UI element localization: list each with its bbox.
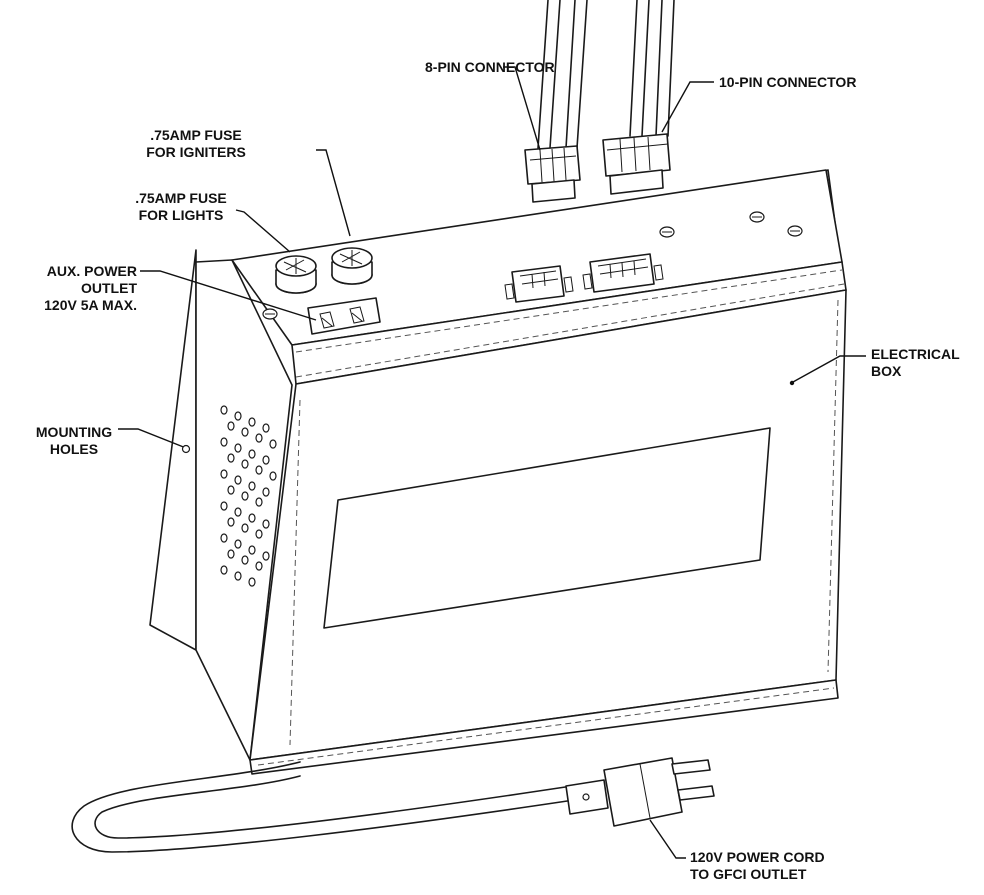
label-fuse-lights-line2: FOR LIGHTS bbox=[139, 207, 224, 223]
vent-hole bbox=[234, 475, 242, 485]
fuse-igniters-icon bbox=[331, 247, 373, 285]
vent-hole bbox=[241, 427, 249, 437]
label-aux-outlet-line2: OUTLET bbox=[81, 280, 137, 296]
vent-hole bbox=[262, 487, 270, 497]
leader-8pin bbox=[503, 66, 541, 151]
vent-hole bbox=[255, 433, 263, 443]
side-panel bbox=[195, 259, 293, 761]
screw-icon bbox=[787, 225, 803, 237]
leader-fuse-igniters bbox=[316, 149, 351, 237]
cable-8pin bbox=[524, 0, 588, 203]
vent-hole bbox=[269, 439, 277, 449]
leader-10pin bbox=[661, 81, 714, 133]
vent-hole bbox=[255, 529, 263, 539]
vent-holes bbox=[220, 405, 277, 587]
screw-icon bbox=[749, 211, 765, 223]
label-mounting-holes-line2: HOLES bbox=[50, 441, 98, 457]
vent-hole bbox=[220, 437, 228, 447]
vent-hole bbox=[241, 491, 249, 501]
vent-hole bbox=[262, 519, 270, 529]
vent-hole bbox=[227, 421, 235, 431]
leader-fuse-lights bbox=[235, 209, 291, 253]
label-mounting-holes-line1: MOUNTING bbox=[36, 424, 112, 440]
vent-hole bbox=[220, 533, 228, 543]
cable-10pin bbox=[602, 0, 675, 195]
vent-hole bbox=[248, 513, 256, 523]
label-fuse-lights-line1: .75AMP FUSE bbox=[135, 190, 227, 206]
label-aux-outlet-line1: AUX. POWER bbox=[47, 263, 137, 279]
screw-icon bbox=[659, 226, 675, 238]
vent-hole bbox=[220, 501, 228, 511]
label-power-cord-line1: 120V POWER CORD bbox=[690, 849, 825, 865]
mounting-hole-icon bbox=[181, 444, 191, 454]
vent-hole bbox=[234, 571, 242, 581]
vent-hole bbox=[262, 455, 270, 465]
vent-hole bbox=[234, 443, 242, 453]
label-8pin-connector: 8-PIN CONNECTOR bbox=[425, 59, 555, 75]
vent-hole bbox=[234, 539, 242, 549]
label-electrical-box-line1: ELECTRICAL bbox=[871, 346, 960, 362]
vent-hole bbox=[248, 449, 256, 459]
power-cord bbox=[71, 757, 715, 853]
vent-hole bbox=[227, 485, 235, 495]
leader-power-cord bbox=[649, 819, 686, 859]
leader-mounting-holes bbox=[118, 428, 187, 449]
vent-hole bbox=[248, 481, 256, 491]
vent-hole bbox=[227, 549, 235, 559]
vent-hole bbox=[255, 465, 263, 475]
bottom-lip bbox=[249, 679, 839, 775]
fuse-lights-icon bbox=[275, 255, 317, 294]
vent-hole bbox=[255, 497, 263, 507]
vent-hole bbox=[255, 561, 263, 571]
panel-connector-10pin-icon bbox=[582, 253, 664, 293]
vent-hole bbox=[248, 577, 256, 587]
label-10pin-connector: 10-PIN CONNECTOR bbox=[719, 74, 856, 90]
screws bbox=[262, 211, 803, 320]
vent-hole bbox=[227, 517, 235, 527]
electrical-box-pointer-dot bbox=[789, 380, 795, 386]
vent-hole bbox=[220, 469, 228, 479]
vent-hole bbox=[234, 411, 242, 421]
vent-hole bbox=[262, 423, 270, 433]
screw-icon bbox=[262, 308, 278, 320]
vent-hole bbox=[262, 551, 270, 561]
label-electrical-box-line2: BOX bbox=[871, 363, 902, 379]
panel-connector-8pin-icon bbox=[504, 265, 574, 303]
vent-hole bbox=[248, 417, 256, 427]
vent-hole bbox=[227, 453, 235, 463]
vent-hole bbox=[269, 471, 277, 481]
vent-hole bbox=[234, 507, 242, 517]
front-window bbox=[323, 427, 771, 629]
label-power-cord-line2: TO GFCI OUTLET bbox=[690, 866, 807, 882]
front-face bbox=[249, 289, 847, 761]
leader-lines bbox=[118, 66, 866, 859]
leader-electrical-box bbox=[792, 355, 866, 383]
aux-outlet-icon bbox=[307, 297, 381, 335]
label-aux-outlet-line3: 120V 5A MAX. bbox=[44, 297, 137, 313]
vent-hole bbox=[241, 523, 249, 533]
leader-aux-outlet bbox=[140, 270, 317, 321]
vent-hole bbox=[220, 405, 228, 415]
vent-hole bbox=[241, 555, 249, 565]
vent-hole bbox=[241, 459, 249, 469]
vent-hole bbox=[248, 545, 256, 555]
vent-hole bbox=[220, 565, 228, 575]
label-fuse-igniters-line1: .75AMP FUSE bbox=[150, 127, 242, 143]
label-fuse-igniters-line2: FOR IGNITERS bbox=[146, 144, 246, 160]
